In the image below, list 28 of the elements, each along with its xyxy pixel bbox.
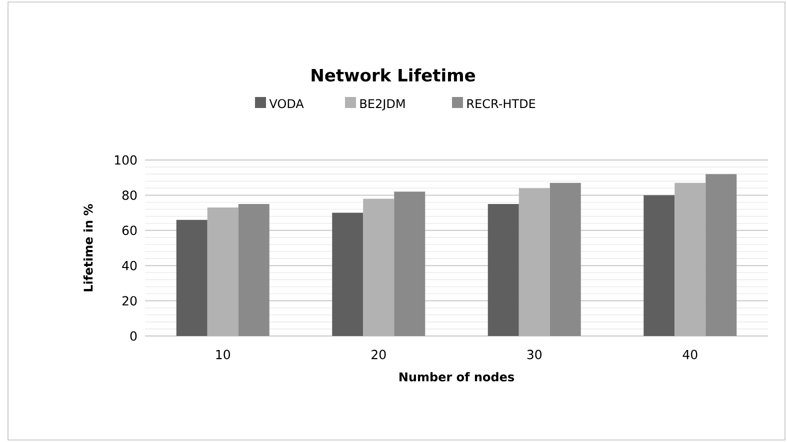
x-tick-label: 20 [372, 350, 386, 360]
legend-label: BE2JDM [360, 99, 405, 110]
y-tick-label: 100 [114, 155, 137, 165]
y-tick-label: 0 [130, 331, 137, 341]
bar [363, 198, 394, 336]
legend-label: VODA [269, 99, 304, 108]
y-tick-label: 60 [122, 226, 137, 236]
y-axis-title: Lifetime in % [83, 204, 93, 292]
y-tick-label: 80 [122, 190, 137, 200]
bar [488, 204, 519, 336]
y-tick-label: 40 [122, 260, 137, 270]
chart-title: Network Lifetime [312, 68, 475, 82]
x-tick-label: 40 [682, 350, 698, 360]
x-tick-label: 30 [527, 350, 542, 360]
bar [332, 212, 364, 336]
legend-label: RECR-HTDE [467, 99, 536, 108]
bar [674, 182, 706, 336]
bar [550, 182, 581, 336]
x-tick-label: 10 [216, 350, 230, 360]
bar [644, 195, 675, 336]
y-tick-label: 20 [122, 296, 137, 306]
bar [207, 208, 238, 336]
bar [518, 188, 550, 336]
bar [238, 204, 270, 336]
bar [706, 174, 737, 336]
bar [394, 192, 426, 336]
x-axis-title: Number of nodes [399, 372, 514, 382]
bar [176, 220, 208, 336]
